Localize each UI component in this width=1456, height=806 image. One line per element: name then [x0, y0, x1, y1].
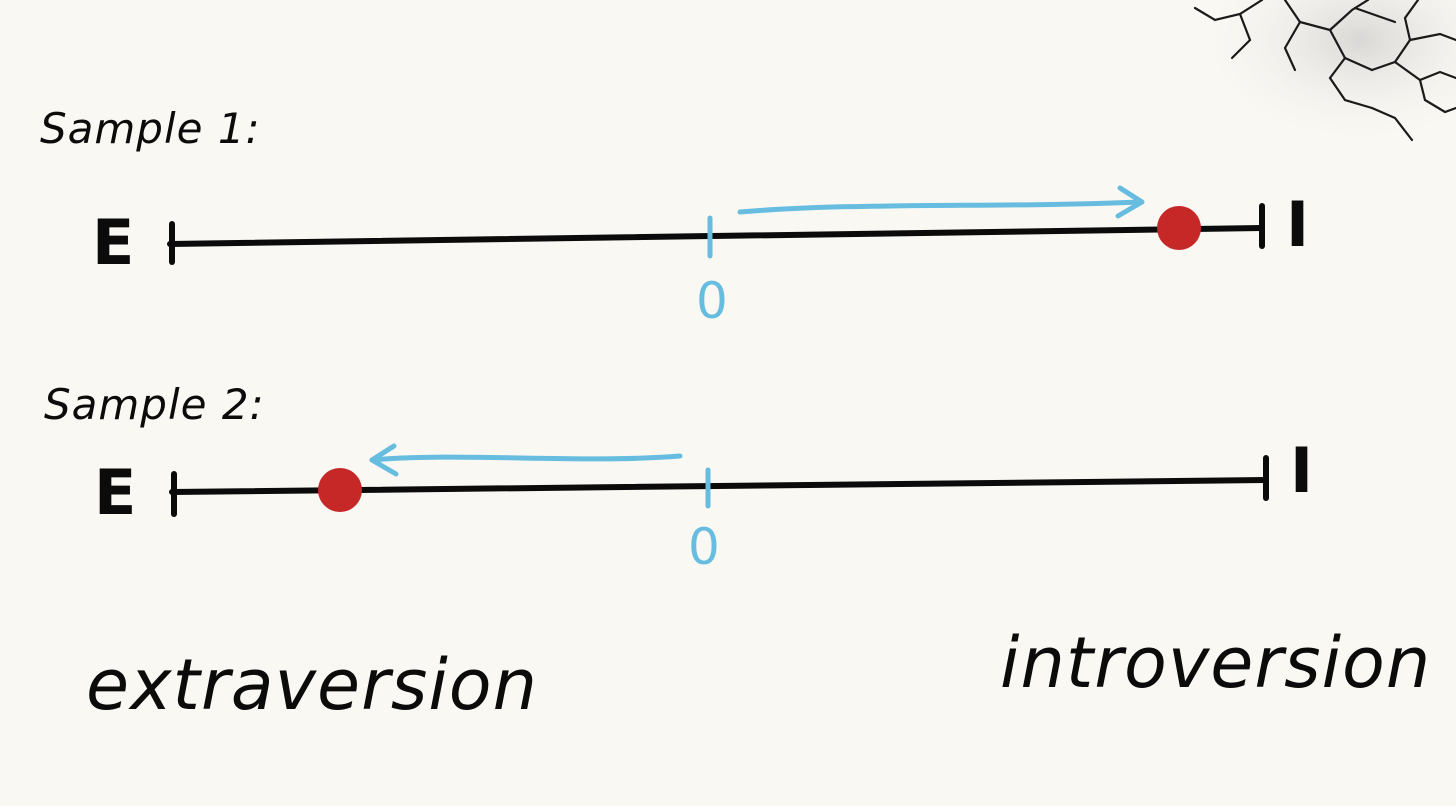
- sample-2-right-end-label: I: [1290, 434, 1314, 507]
- sample-2-scale: [169, 443, 1269, 517]
- sample-1-zero-label: 0: [696, 272, 728, 330]
- sample-2-left-end-label: E: [94, 456, 137, 529]
- sample-2-arrow: [369, 453, 683, 463]
- extraversion-label: extraversion: [86, 644, 538, 726]
- sample-1-left-end-label: E: [92, 206, 135, 279]
- sample-1-label: Sample 1:: [40, 104, 261, 153]
- sample-2-position-dot: [318, 468, 362, 512]
- introversion-label: introversion: [1000, 622, 1432, 704]
- sample-1-position-dot: [1157, 206, 1201, 250]
- sample-1-axis-line: [167, 225, 1265, 247]
- sample-2-label: Sample 2:: [44, 380, 265, 429]
- sample-2-arrowhead: [369, 443, 399, 477]
- sample-1-arrow: [737, 199, 1143, 215]
- sample-2-zero-label: 0: [688, 518, 720, 576]
- sample-1-arrowhead: [1115, 185, 1145, 219]
- sample-1-right-end-label: I: [1286, 188, 1310, 261]
- sample-1-scale: [167, 185, 1265, 265]
